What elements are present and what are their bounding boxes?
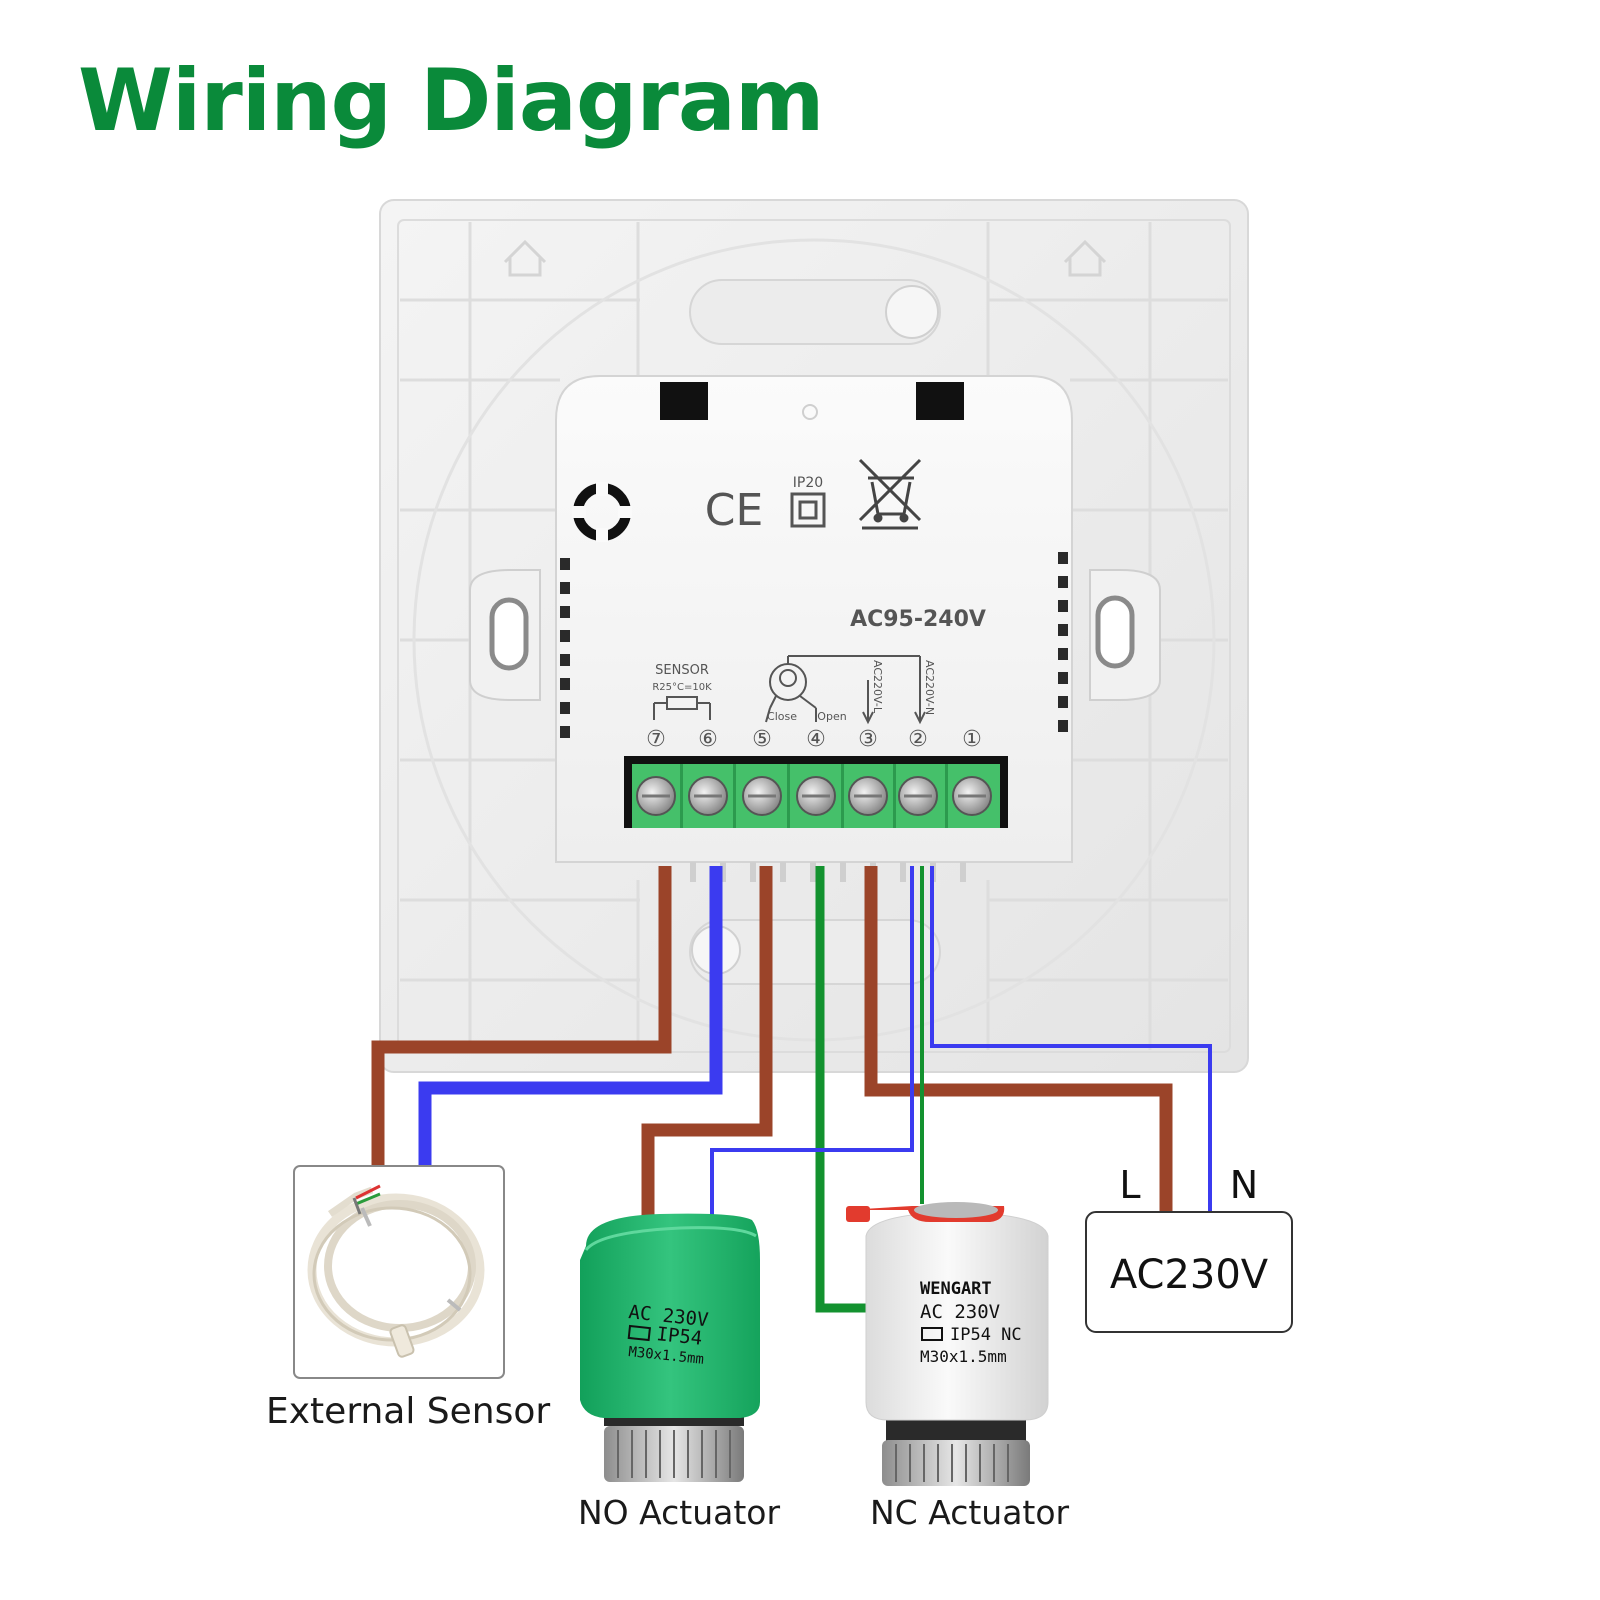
live-input-label: AC220V-L (871, 660, 884, 714)
wire-sensor-blue (418, 866, 723, 1166)
neutral-label: N (1230, 1163, 1258, 1207)
no-actuator-thread: M30x1.5mm (628, 1344, 705, 1368)
sensor-caption: External Sensor (266, 1391, 551, 1432)
terminal-number-2: ② (908, 727, 928, 752)
terminal-number-4: ④ (806, 727, 826, 752)
no-actuator-insulation-icon (627, 1324, 651, 1342)
fan-icon (572, 482, 632, 542)
live-input-symbol (862, 680, 874, 725)
no-actuator-caption: NO Actuator (578, 1493, 781, 1532)
terminal-number-6: ⑥ (698, 727, 718, 752)
sensor-label: SENSOR (655, 663, 709, 678)
sensor-spec-label: R25°C=10K (652, 682, 712, 693)
terminal-screws (636, 776, 992, 816)
nc-actuator-voltage: AC 230V (920, 1301, 1000, 1323)
no-actuator (580, 1213, 760, 1482)
line-label: L (1119, 1163, 1140, 1207)
nc-actuator-brand: WENGART (920, 1279, 992, 1299)
terminal-number-1: ① (962, 727, 982, 752)
wire-neutral-blue (930, 866, 1212, 1212)
voltage-range-label: AC95-240V (850, 607, 986, 632)
wire-no-actuator-brown (641, 866, 773, 1216)
wire-sensor-brown (371, 866, 672, 1166)
ip-rating-label: IP20 (793, 475, 823, 491)
external-sensor-photo (293, 1165, 505, 1379)
sensor-resistor-symbol (653, 696, 711, 720)
nc-actuator (846, 1202, 1049, 1486)
terminal-number-7: ⑦ (646, 727, 666, 752)
power-supply-label: AC230V (1110, 1252, 1269, 1298)
terminal-number-3: ③ (858, 727, 878, 752)
nc-actuator-thread: M30x1.5mm (920, 1347, 1007, 1366)
neutral-input-symbol (914, 656, 926, 725)
valve-motor-symbol (765, 655, 920, 723)
page-title: Wiring Diagram (78, 51, 824, 151)
power-supply-box (1085, 1211, 1293, 1333)
wire-live-brown (864, 866, 1173, 1212)
valve-close-label: Close (767, 710, 797, 723)
nc-actuator-insulation-icon (921, 1327, 943, 1341)
valve-open-label: Open (817, 710, 846, 723)
double-insulation-icon (790, 492, 826, 528)
ce-mark: CE (705, 485, 764, 536)
terminal-number-5: ⑤ (752, 727, 772, 752)
weee-bin-icon (858, 458, 922, 530)
nc-actuator-caption: NC Actuator (870, 1493, 1070, 1532)
no-actuator-ip: IP54 (655, 1323, 703, 1350)
thermostat-module (555, 375, 1073, 882)
neutral-input-label: AC220V-N (923, 660, 936, 715)
nc-actuator-ip: IP54 NC (950, 1325, 1022, 1345)
wire-green-common (815, 866, 868, 1313)
wire-no-actuator-blue (710, 866, 914, 1216)
